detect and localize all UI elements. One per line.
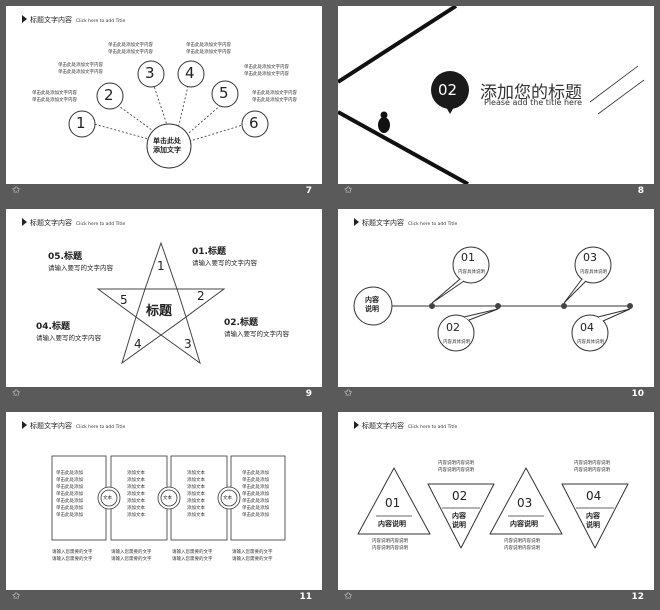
star-2: 2: [197, 289, 205, 303]
node-03: 03: [583, 251, 597, 264]
star-3: 3: [184, 337, 192, 351]
desc-3: 内容说明内容说明内容说明内容说明: [504, 539, 540, 551]
label-right-2: 单击此处添加文字内容单击此处添加文字内容: [252, 91, 297, 103]
radial-diagram: [68, 60, 269, 169]
star-5: 5: [120, 293, 128, 307]
box-3-text: 添加文本添加文本添加文本添加文本添加文本添加文本添加文本: [187, 471, 205, 518]
desc-4: 内容说明内容说明内容说明内容说明: [574, 461, 610, 473]
node-6: 6: [249, 114, 259, 132]
slide-11-footer: ✩11: [6, 590, 322, 607]
circle-3: 文本: [223, 496, 232, 501]
star-center: 标题: [146, 304, 173, 319]
circle-1: 文本: [103, 496, 112, 501]
star-diagram: [96, 241, 226, 365]
slide-8[interactable]: 02 添加您的标题 Please add the title here: [338, 6, 654, 184]
tri-04-label: 内容说明: [586, 512, 600, 529]
star-icon: ✩: [12, 388, 21, 399]
slide-8-footer: ✩8: [338, 184, 654, 201]
node-4: 4: [185, 64, 195, 82]
tri-02-label: 内容说明: [452, 512, 466, 529]
triangles-diagram: [357, 467, 629, 549]
star-4: 4: [134, 337, 142, 351]
node-04: 04: [580, 321, 594, 334]
caption-3: 请输入您需要的文字请输入您需要的文字: [172, 550, 213, 562]
star-icon: ✩: [12, 591, 21, 602]
slide-12-footer: ✩12: [338, 590, 654, 607]
tri-03-label: 内容说明: [510, 520, 538, 528]
star-icon: ✩: [344, 388, 353, 399]
tri-01-label: 内容说明: [378, 520, 406, 528]
item-04: 04.标题请输入要写的文字内容: [36, 322, 101, 342]
box-2-text: 添加文本添加文本添加文本添加文本添加文本添加文本添加文本: [127, 471, 145, 518]
label-left-2: 单击此处添加文字内容单击此处添加文字内容: [58, 63, 103, 75]
boxes-diagram: [51, 455, 286, 541]
item-02: 02.标题请输入要写的文字内容: [224, 318, 289, 338]
label-top-1: 单击此处添加文字内容单击此处添加文字内容: [108, 43, 153, 55]
caption-1: 请输入您需要的文字请输入您需要的文字: [52, 550, 93, 562]
desc-2: 内容说明内容说明内容说明内容说明: [438, 461, 474, 473]
slide-9-footer: ✩9: [6, 387, 322, 404]
slide-10-footer: ✩10: [338, 387, 654, 404]
box-4-text: 单击此处添加单击此处添加单击此处添加单击此处添加单击此处添加单击此处添加单击此处…: [242, 471, 269, 518]
tri-01: 01: [385, 496, 401, 510]
caption-2: 请输入您需要的文字请输入您需要的文字: [111, 550, 152, 562]
timeline-start: 内容说明: [365, 296, 379, 313]
diagonal-lines: [338, 6, 645, 184]
tri-02: 02: [452, 489, 468, 503]
star-icon: ✩: [344, 591, 353, 602]
center-label: 单击此处添加文字: [153, 137, 181, 154]
node-1: 1: [76, 114, 86, 132]
node-5: 5: [219, 84, 229, 102]
node-3: 3: [145, 64, 155, 82]
node-2: 2: [104, 86, 114, 104]
label-left-1: 单击此处添加文字内容单击此处添加文字内容: [32, 91, 77, 103]
star-1: 1: [157, 259, 165, 273]
item-05: 05.标题请输入要写的文字内容: [48, 252, 113, 272]
section-number: 02: [438, 81, 458, 99]
slide-7-footer: ✩7: [6, 184, 322, 201]
desc-1: 内容说明内容说明内容说明内容说明: [372, 539, 408, 551]
star-icon: ✩: [344, 185, 353, 196]
timeline-diagram: [353, 246, 633, 352]
box-1-text: 单击此处添加单击此处添加单击此处添加单击此处添加单击此处添加单击此处添加单击此处…: [56, 471, 83, 518]
node-01: 01: [461, 251, 475, 264]
label-top-2: 单击此处添加文字内容单击此处添加文字内容: [186, 43, 231, 55]
label-right-1: 单击此处添加文字内容单击此处添加文字内容: [244, 65, 289, 77]
circle-2: 文本: [163, 496, 172, 501]
slide-subtitle: Please add the title here: [484, 98, 582, 107]
tri-03: 03: [517, 496, 533, 510]
tri-04: 04: [586, 489, 602, 503]
caption-4: 请输入您需要的文字请输入您需要的文字: [232, 550, 273, 562]
item-01: 01.标题请输入要写的文字内容: [192, 247, 257, 267]
slide-title: 添加您的标题: [480, 83, 582, 103]
node-02: 02: [446, 321, 460, 334]
star-icon: ✩: [12, 185, 21, 196]
